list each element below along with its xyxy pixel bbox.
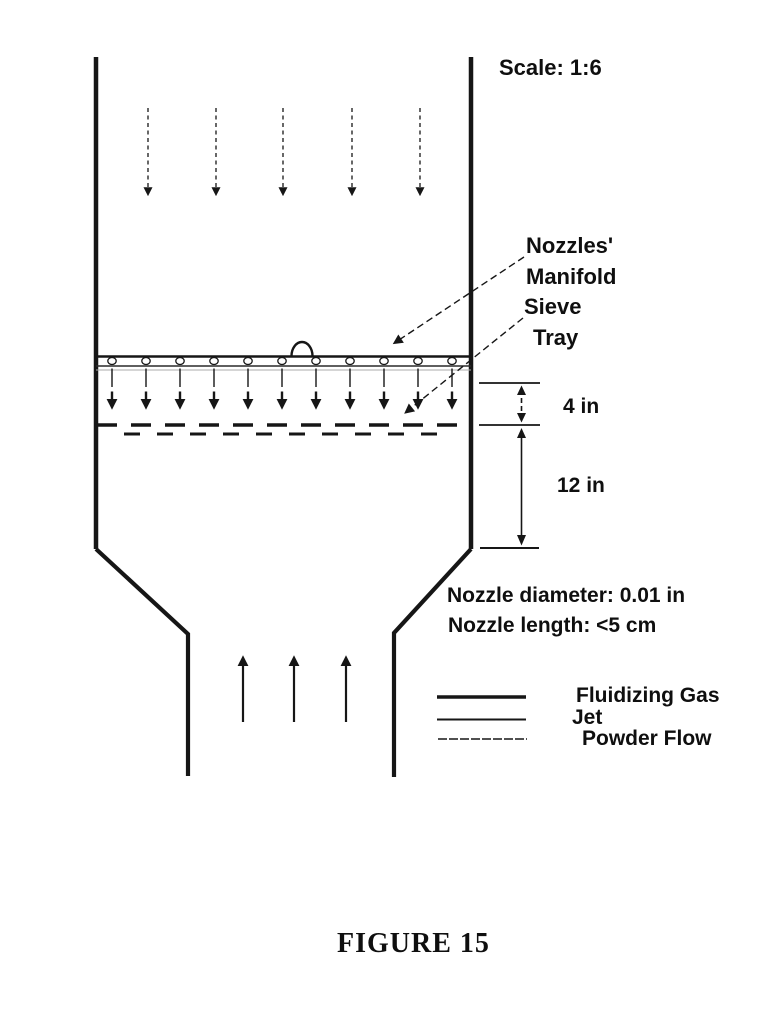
sieve-tray-leader-arrow-icon xyxy=(404,317,524,414)
nozzles-manifold-label: Nozzles' Manifold xyxy=(526,230,616,292)
cone-left-wall xyxy=(94,547,191,776)
jet-streams xyxy=(106,368,458,410)
dim-12in-label: 12 in xyxy=(557,474,605,497)
dim-arrow-up-icon xyxy=(517,385,526,395)
nozzle-hole-icon xyxy=(243,356,253,366)
sieve-tray-label-line1: Sieve xyxy=(524,294,582,319)
nozzle-hole-icon xyxy=(447,356,457,366)
column-walls xyxy=(93,57,474,777)
nozzle-hole-icon xyxy=(107,356,117,366)
nozzle-hole-icon xyxy=(345,356,355,366)
dim-arrow-up-icon xyxy=(517,428,526,438)
legend-label-fluidizing-gas: Fluidizing Gas xyxy=(576,684,720,707)
nozzle-hole-icon xyxy=(413,356,423,366)
bed-surface xyxy=(97,423,470,436)
legend-label-jet: Jet xyxy=(572,706,603,729)
sieve-tray-label: Sieve Tray xyxy=(524,291,582,353)
nozzle-hole-icon xyxy=(277,356,287,366)
nozzle-hole-icon xyxy=(175,356,185,366)
figure-caption: FIGURE 15 xyxy=(337,928,490,959)
nozzle-hole-icon xyxy=(209,356,219,366)
manifold-leader-arrow-icon xyxy=(392,256,525,345)
nozzle-hole-icon xyxy=(141,356,151,366)
sieve-tray xyxy=(96,340,471,371)
nozzle-length-label: Nozzle length: <5 cm xyxy=(448,614,657,637)
jet-arrowheads xyxy=(106,391,458,410)
dimension-marks xyxy=(479,382,540,549)
leader-lines xyxy=(392,256,525,414)
nozzle-diameter-label: Nozzle diameter: 0.01 in xyxy=(447,584,686,607)
nozzles-manifold-label-line1: Nozzles' xyxy=(526,233,614,258)
jet-lines xyxy=(111,368,453,387)
dim-4in-label: 4 in xyxy=(563,395,600,418)
manifold-inlet-dome-icon xyxy=(290,340,314,357)
nozzle-holes xyxy=(107,356,457,366)
legend-lines xyxy=(437,695,527,740)
dim-arrow-down-icon xyxy=(517,535,526,546)
sieve-tray-label-line2: Tray xyxy=(533,325,579,350)
legend-label-powder-flow: Powder Flow xyxy=(582,727,712,750)
nozzle-hole-icon xyxy=(379,356,389,366)
cone-right-wall xyxy=(391,547,473,777)
nozzles-manifold-label-line2: Manifold xyxy=(526,264,617,289)
dim-arrow-down-icon xyxy=(517,413,526,423)
gas-inlet-arrows xyxy=(237,655,352,722)
nozzle-hole-icon xyxy=(311,356,321,366)
powder-flow-arrows xyxy=(143,108,425,197)
scale-label: Scale: 1:6 xyxy=(499,55,602,80)
